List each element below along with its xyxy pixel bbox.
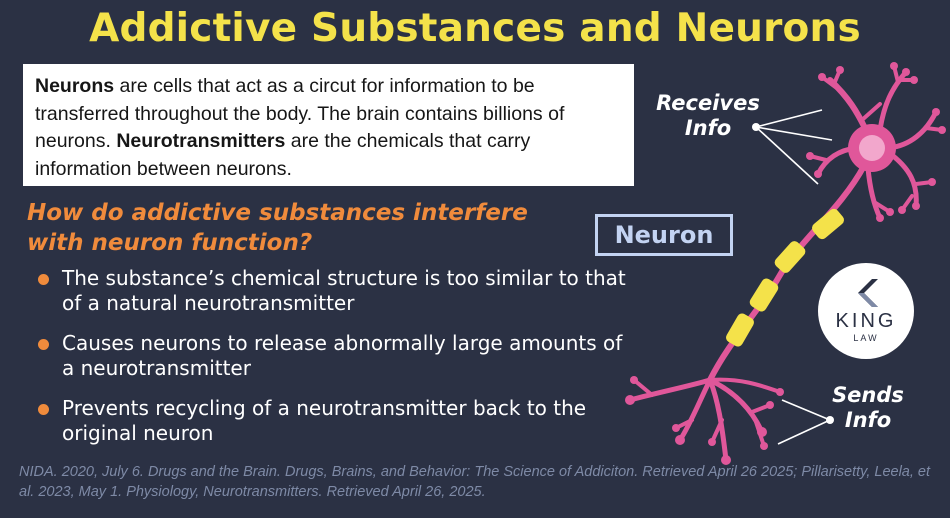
logo-subtitle: LAW — [853, 333, 879, 343]
citation-text: NIDA. 2020, July 6. Drugs and the Brain.… — [19, 464, 931, 500]
bullet-item: Prevents recycling of a neurotransmitter… — [38, 396, 628, 446]
intro-text-1: are cells that act as a circut for infor… — [35, 75, 565, 152]
logo-name: KING — [835, 310, 897, 332]
bullet-text: Causes neurons to release abnormally lar… — [62, 331, 623, 380]
bullet-dot-icon — [38, 274, 49, 285]
page-title: Addictive Substances and Neurons — [89, 6, 861, 51]
bullet-item: The substance’s chemical structure is to… — [38, 266, 628, 316]
term-neurons: Neurons — [35, 75, 115, 97]
bullet-text: Prevents recycling of a neurotransmitter… — [62, 396, 587, 445]
sends-info-label: Sends Info — [832, 383, 904, 432]
bullet-item: Causes neurons to release abnormally lar… — [38, 331, 628, 381]
bullet-text: The substance’s chemical structure is to… — [62, 266, 626, 315]
intro-box: Neurons are cells that act as a circut f… — [23, 64, 634, 186]
intro-text-2: are the chemicals that carry information… — [35, 130, 531, 180]
logo-chevron-icon — [858, 279, 878, 307]
bullet-list: The substance’s chemical structure is to… — [38, 266, 628, 461]
bullet-dot-icon — [38, 339, 49, 350]
question-heading: How do addictive substances interfere wi… — [27, 200, 528, 256]
term-neurotransmitters: Neurotransmitters — [116, 130, 286, 152]
neuron-label: Neuron — [595, 214, 733, 256]
bullet-dot-icon — [38, 404, 49, 415]
receives-info-label: Receives Info — [656, 91, 760, 140]
king-law-logo: KING LAW — [818, 263, 914, 359]
